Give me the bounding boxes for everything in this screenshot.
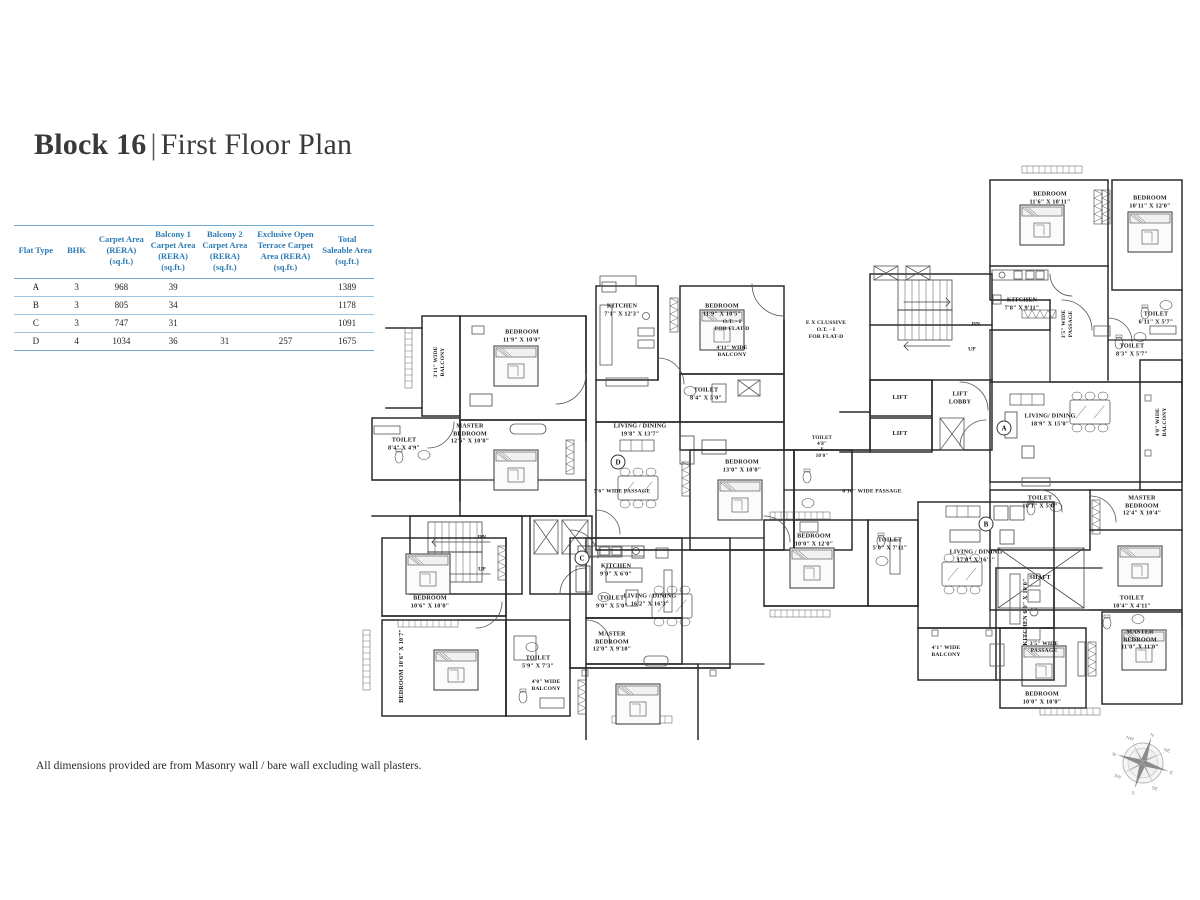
table-row: A 3 968 39 1389 [14,278,374,297]
compass-label-n: N [1150,732,1155,738]
page-title: Block 16|First Floor Plan [34,128,352,162]
cell-carpet-area: 1034 [95,332,148,351]
cell-balcony2 [198,314,251,333]
cell-total-saleable: 1675 [320,332,374,351]
cell-bhk: 3 [57,296,96,315]
cell-balcony1: 39 [147,278,199,297]
cell-bhk: 4 [57,332,96,351]
compass-label-e: E [1169,770,1173,776]
cell-open-terrace [250,278,321,297]
footnote-text: All dimensions provided are from Masonry… [36,760,422,772]
table-header-row: Flat Type BHK Carpet Area (RERA) (sq.ft.… [14,225,374,278]
cell-open-terrace: 257 [250,332,321,351]
floor-plan-svg [362,165,1183,740]
page-title-block: Block 16 [34,128,147,161]
table-row: D 4 1034 36 31 257 1675 [14,332,374,351]
cell-flat-type: C [14,314,58,333]
cell-balcony2 [198,278,251,297]
cell-carpet-area: 747 [95,314,148,333]
compass-label-se: SE [1151,785,1158,792]
page-title-plan: First Floor Plan [160,128,353,161]
flat-marker-c[interactable]: C [574,550,590,566]
cell-bhk: 3 [57,314,96,333]
cell-carpet-area: 805 [95,296,148,315]
flat-marker-d[interactable]: D [610,454,626,470]
column-header-total-saleable: Total Saleable Area (sq.ft.) [322,234,372,267]
compass-label-ne: NE [1163,747,1171,754]
cell-total-saleable: 1178 [320,296,374,315]
cell-balcony1: 31 [147,314,199,333]
compass-label-s: S [1131,790,1135,796]
column-header-flat-type: Flat Type [18,245,54,256]
cell-carpet-area: 968 [95,278,148,297]
table-row: C 3 747 31 1091 [14,314,374,333]
cell-balcony2 [198,296,251,315]
cell-balcony2: 31 [198,332,251,351]
table-header: Flat Type BHK Carpet Area (RERA) (sq.ft.… [14,225,374,278]
table-body: A 3 968 39 1389 B 3 805 34 1178 C 3 747 [14,278,374,351]
compass-rose-icon: N NE E SE S SW W NW [1112,732,1174,796]
cell-open-terrace [250,314,321,333]
table-row: B 3 805 34 1178 [14,296,374,315]
column-header-balcony1: Balcony 1 Carpet Area (RERA) (sq.ft.) [150,229,196,272]
column-header-carpet-area: Carpet Area (RERA) (sq.ft.) [98,234,144,267]
compass-label-sw: SW [1113,773,1122,780]
flat-marker-a[interactable]: A [996,420,1012,436]
cell-balcony1: 36 [147,332,199,351]
compass-label-nw: NW [1126,735,1135,742]
cell-flat-type: A [14,278,58,297]
page-title-separator: | [150,128,157,161]
column-header-open-terrace: Exclusive Open Terrace Carpet Area (RERA… [257,229,314,272]
cell-flat-type: B [14,296,58,315]
cell-balcony1: 34 [147,296,199,315]
cell-total-saleable: 1091 [320,314,374,333]
flat-area-table: Flat Type BHK Carpet Area (RERA) (sq.ft.… [14,225,374,351]
compass-label-w: W [1112,751,1118,757]
column-header-bhk: BHK [67,245,87,256]
floor-plan-drawing: BEDROOM 11'6" X 10'11" BEDROOM 10'11" X … [350,150,1190,740]
cell-total-saleable: 1389 [320,278,374,297]
flat-marker-b[interactable]: B [978,516,994,532]
cell-bhk: 3 [57,278,96,297]
column-header-balcony2: Balcony 2 Carpet Area (RERA) (sq.ft.) [202,229,248,272]
cell-open-terrace [250,296,321,315]
cell-flat-type: D [14,332,58,351]
